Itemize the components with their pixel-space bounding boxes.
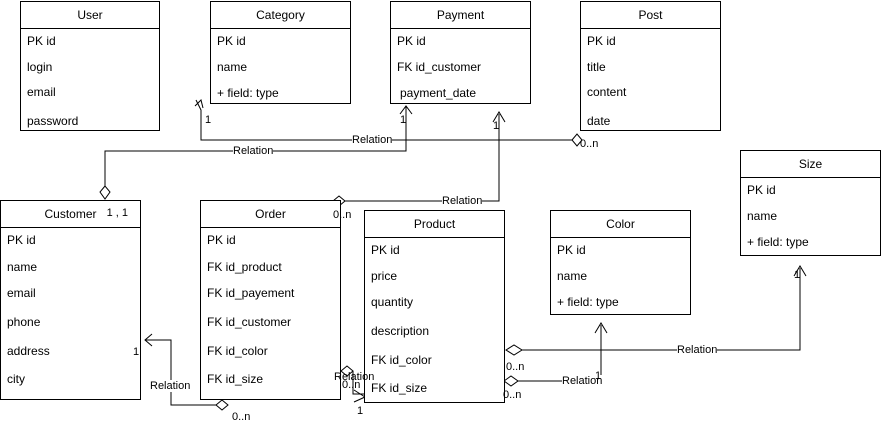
entity-field: name	[747, 209, 778, 223]
entity-field: login	[27, 60, 53, 74]
entity-field: name	[7, 260, 38, 274]
entity-field: phone	[7, 315, 41, 329]
multiplicity-color: 1	[595, 370, 602, 382]
relation-label-customer-payment: Relation	[233, 145, 274, 157]
multiplicity-post: 0..n	[580, 138, 599, 150]
entity-title: Post	[581, 2, 720, 29]
entity-field: email	[27, 85, 56, 99]
entity-field: PK id	[557, 243, 586, 257]
entity-field: FK id_size	[371, 381, 428, 395]
aggregation-diamond-order-3	[340, 365, 354, 377]
entity-field: name	[217, 60, 248, 74]
multiplicity-order-product: 0..n	[342, 379, 361, 391]
multiplicity-category: 1	[205, 114, 212, 126]
entity-field: PK id	[7, 233, 36, 247]
entity-title: Order	[201, 201, 340, 228]
multiplicity-order-customer: 0..n	[232, 411, 251, 423]
entity-field: + field: type	[557, 295, 619, 309]
entity-title: Customer 1 , 1	[1, 201, 140, 228]
aggregation-diamond-product-2	[503, 375, 519, 387]
arrow-head-payment	[399, 105, 413, 115]
entity-field: FK id_size	[207, 372, 264, 386]
entity-field: name	[557, 269, 588, 283]
entity-field: + field: type	[747, 235, 809, 249]
entity-field: quantity	[371, 295, 414, 309]
relation-label-customer-order: Relation	[150, 380, 191, 392]
entity-title: Color	[551, 211, 690, 238]
entity-title: User	[21, 2, 159, 29]
aggregation-diamond-customer	[99, 185, 111, 200]
entity-title: Size	[741, 151, 880, 178]
entity-post[interactable]: Post PK id title content date	[580, 1, 721, 131]
entity-field: PK id	[587, 34, 616, 48]
aggregation-diamond-order-2	[215, 399, 229, 411]
entity-category[interactable]: Category PK id name + field: type	[210, 1, 351, 104]
multiplicity-product: 1	[357, 405, 364, 417]
entity-field: description	[371, 324, 430, 338]
entity-field: PK id	[217, 34, 246, 48]
entity-field: payment_date	[400, 86, 477, 100]
multiplicity-size: 1	[794, 269, 801, 281]
entity-size[interactable]: Size PK id name + field: type	[740, 150, 881, 256]
entity-field: email	[7, 286, 36, 300]
relation-line-product-color	[518, 325, 602, 382]
title-multiplicity: 1 , 1	[106, 207, 128, 219]
arrow-head-customer	[144, 333, 153, 347]
entity-title: Payment	[391, 2, 530, 29]
entity-field: date	[587, 114, 611, 128]
relation-label-product-color: Relation	[562, 375, 603, 387]
aggregation-diamond-product	[505, 344, 523, 356]
arrow-head-category	[194, 99, 204, 109]
multiplicity-customer: 1	[133, 346, 140, 358]
multiplicity-product-size: 0..n	[506, 361, 525, 373]
entity-color[interactable]: Color PK id name + field: type	[550, 210, 691, 315]
entity-order[interactable]: Order PK id FK id_product FK id_payement…	[200, 200, 341, 400]
relation-label-product-size: Relation	[677, 344, 718, 356]
entity-field: FK id_customer	[207, 315, 292, 329]
entity-field: PK id	[747, 183, 776, 197]
relation-line-product-size	[522, 268, 801, 351]
aggregation-diamond-post	[571, 133, 583, 147]
entity-product[interactable]: Product PK id price quantity description…	[364, 210, 505, 403]
relation-label-order-payment: Relation	[442, 195, 483, 207]
entity-field: FK id_product	[207, 260, 282, 274]
entity-field: price	[371, 269, 398, 283]
entity-title: Category	[211, 2, 350, 29]
entity-field: PK id	[371, 243, 400, 257]
entity-field: title	[587, 60, 606, 74]
entity-field: + field: type	[217, 86, 279, 100]
entity-field: PK id	[27, 34, 56, 48]
entity-customer[interactable]: Customer 1 , 1 PK id name email phone ad…	[0, 200, 141, 400]
entity-field: FK id_color	[371, 353, 432, 367]
multiplicity-order-payment: 0..n	[333, 209, 352, 221]
relation-line-order-payment	[345, 114, 500, 202]
entity-title-text: Customer	[44, 207, 97, 221]
entity-title: Product	[365, 211, 504, 238]
entity-field: city	[7, 372, 25, 386]
entity-field: password	[27, 114, 79, 128]
multiplicity-payment-2: 1	[493, 120, 500, 132]
entity-field: PK id	[397, 34, 426, 48]
entity-field: FK id_color	[207, 344, 268, 358]
entity-field: FK id_payement	[207, 286, 295, 300]
multiplicity-product-color: 0..n	[503, 389, 522, 401]
entity-payment[interactable]: Payment PK id FK id_customer payment_dat…	[390, 1, 531, 104]
relation-line-customer-order	[145, 339, 216, 406]
entity-field: PK id	[207, 233, 236, 247]
arrow-head-payment-2	[492, 111, 506, 123]
arrow-head-color	[594, 322, 608, 334]
relation-label-order-product: Relation	[334, 371, 375, 383]
entity-field: address	[7, 344, 50, 358]
entity-user[interactable]: User PK id login email password	[20, 1, 160, 131]
entity-field: FK id_customer	[397, 60, 482, 74]
entity-field: content	[587, 85, 627, 99]
relation-label-category-post: Relation	[352, 134, 393, 146]
arrow-head-size	[793, 265, 807, 277]
multiplicity-payment: 1	[400, 114, 407, 126]
